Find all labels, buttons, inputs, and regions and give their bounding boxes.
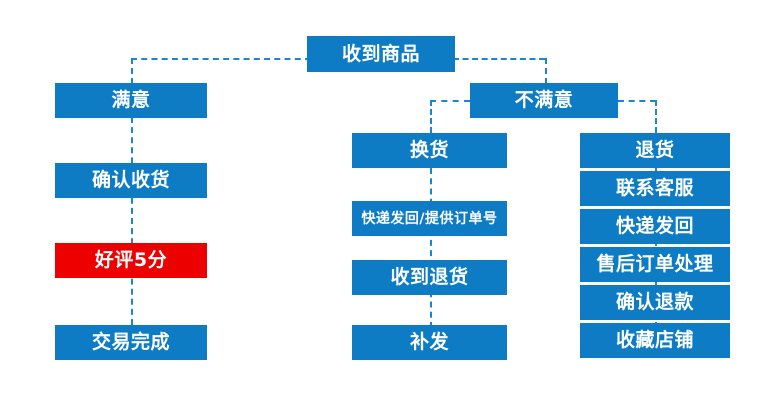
connector-received-to-satisfied-vertical bbox=[131, 58, 133, 84]
connector-unsatisfied-to-refund-horizontal bbox=[618, 100, 656, 102]
node-favorite-shop[interactable]: 收藏店铺 bbox=[580, 323, 730, 358]
node-confirm-receipt-label: 确认收货 bbox=[91, 169, 170, 191]
node-refund[interactable]: 退货 bbox=[580, 133, 730, 168]
node-favorite-shop-label: 收藏店铺 bbox=[615, 329, 694, 351]
node-exchange-label: 换货 bbox=[409, 139, 449, 161]
node-confirm-refund[interactable]: 确认退款 bbox=[580, 285, 730, 320]
connector-unsatisfied-to-exchange-vertical bbox=[430, 100, 432, 133]
node-contact-support-label: 联系客服 bbox=[615, 177, 694, 199]
node-five-star-review-label: 好评5分 bbox=[94, 249, 168, 271]
node-transaction-complete-label: 交易完成 bbox=[91, 331, 170, 353]
node-reship[interactable]: 补发 bbox=[352, 325, 507, 360]
node-courier-return[interactable]: 快递发回 bbox=[580, 209, 730, 244]
node-confirm-receipt[interactable]: 确认收货 bbox=[55, 163, 207, 198]
node-courier-return-label: 快递发回 bbox=[615, 215, 694, 237]
connector-satisfied-spine bbox=[131, 117, 133, 325]
node-confirm-refund-label: 确认退款 bbox=[615, 291, 694, 313]
node-unsatisfied-label: 不满意 bbox=[514, 89, 574, 111]
node-courier-return-order-number-label: 快递发回/提供订单号 bbox=[361, 210, 498, 227]
node-contact-support[interactable]: 联系客服 bbox=[580, 171, 730, 206]
node-received-goods-label: 收到商品 bbox=[341, 42, 420, 65]
connector-received-to-unsatisfied-vertical bbox=[545, 58, 547, 84]
node-return-received-label: 收到退货 bbox=[390, 266, 469, 288]
node-return-received[interactable]: 收到退货 bbox=[352, 260, 507, 295]
node-after-sales-order-processing[interactable]: 售后订单处理 bbox=[580, 247, 730, 282]
connector-unsatisfied-to-refund-vertical bbox=[655, 100, 657, 133]
node-courier-return-order-number[interactable]: 快递发回/提供订单号 bbox=[352, 201, 507, 236]
node-refund-label: 退货 bbox=[635, 139, 675, 161]
node-transaction-complete[interactable]: 交易完成 bbox=[55, 325, 207, 360]
node-five-star-review[interactable]: 好评5分 bbox=[55, 243, 207, 278]
node-satisfied-label: 满意 bbox=[111, 89, 151, 111]
node-satisfied[interactable]: 满意 bbox=[55, 83, 207, 118]
node-after-sales-order-processing-label: 售后订单处理 bbox=[596, 253, 714, 275]
connector-exchange-spine bbox=[430, 168, 432, 328]
connector-unsatisfied-to-exchange-horizontal bbox=[430, 100, 470, 102]
node-received-goods[interactable]: 收到商品 bbox=[307, 36, 455, 72]
node-reship-label: 补发 bbox=[409, 331, 449, 353]
connector-received-to-satisfied-horizontal bbox=[131, 58, 311, 60]
node-exchange[interactable]: 换货 bbox=[352, 133, 507, 168]
node-unsatisfied[interactable]: 不满意 bbox=[470, 83, 618, 118]
connector-received-to-unsatisfied-horizontal bbox=[453, 58, 545, 60]
